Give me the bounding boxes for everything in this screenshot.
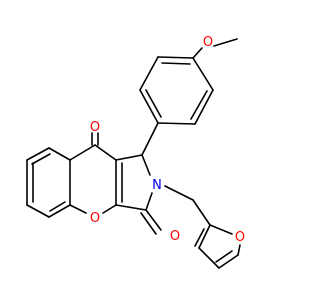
bond xyxy=(198,224,211,249)
bond xyxy=(26,147,50,161)
bond xyxy=(94,144,117,161)
bond xyxy=(194,89,214,125)
molecule-structure: O O O N O O xyxy=(26,35,245,269)
bond xyxy=(145,209,162,231)
bond xyxy=(192,47,203,59)
bond xyxy=(115,204,147,211)
lactam-nitrogen-label: N xyxy=(152,178,162,193)
atom-labels: O O O N O O xyxy=(90,35,245,245)
bond xyxy=(161,62,191,65)
bond xyxy=(218,254,239,269)
bond xyxy=(209,224,233,235)
bond xyxy=(48,204,71,218)
bond xyxy=(213,38,238,47)
bond xyxy=(139,56,159,91)
bond xyxy=(69,144,96,161)
bond xyxy=(164,185,194,201)
bond xyxy=(69,204,87,214)
bond xyxy=(49,201,66,212)
bond xyxy=(145,192,153,211)
bond xyxy=(115,154,143,161)
molecule-canvas: O O O N O O xyxy=(26,35,245,269)
bond xyxy=(192,199,211,226)
bond xyxy=(145,89,162,118)
bond xyxy=(157,56,194,59)
bond xyxy=(31,153,51,165)
ketone-oxygen-label: O xyxy=(90,120,100,135)
bond xyxy=(198,247,220,269)
bond xyxy=(140,212,157,235)
bond xyxy=(215,250,233,263)
bond xyxy=(190,90,208,120)
bond xyxy=(139,89,159,124)
bond xyxy=(141,122,159,156)
methoxy-oxygen-label: O xyxy=(203,35,213,50)
bond xyxy=(26,204,50,218)
bond xyxy=(192,57,214,91)
furan-oxygen-label: O xyxy=(235,230,245,245)
bond xyxy=(237,244,241,256)
bonds xyxy=(26,38,241,269)
bond xyxy=(194,228,205,247)
bond xyxy=(48,147,71,161)
pyran-oxygen-label: O xyxy=(90,211,100,226)
bond xyxy=(157,122,196,125)
bond xyxy=(141,154,151,176)
lactam-oxygen-label: O xyxy=(170,229,180,244)
bond xyxy=(102,204,117,214)
